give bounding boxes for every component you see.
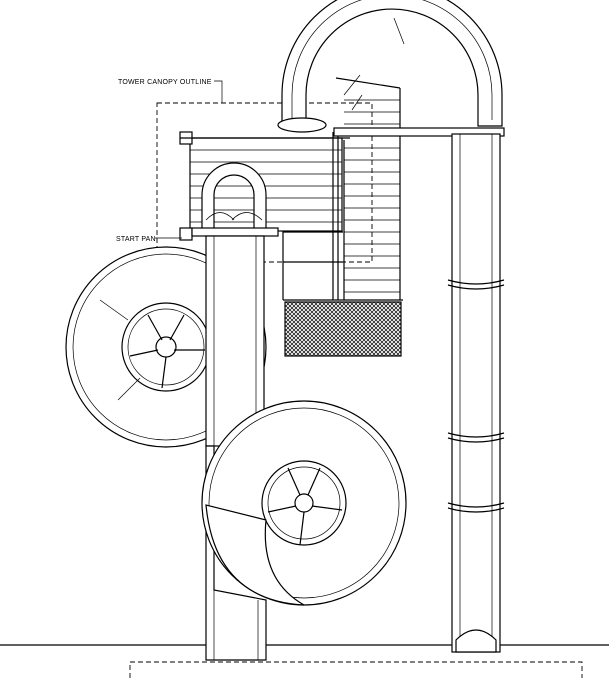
lower-spiral-slide [201,400,407,606]
tower-canopy-outline-label: TOWER CANOPY OUTLINE [118,79,212,86]
tower-base-mesh-panel [283,299,403,357]
right-straight-slide [447,133,505,653]
annotation-start-pan: START PAN [116,236,182,243]
start-pan-label: START PAN [116,236,156,243]
annotation-tower-canopy: TOWER CANOPY OUTLINE [118,79,212,86]
tower-deck [179,131,350,300]
start-pan-slide [191,162,279,237]
tower-canopy-outline [156,80,373,263]
stair-structure [335,74,401,300]
top-u-turn-slide [277,0,505,137]
ground-footprint-outline [129,661,583,678]
